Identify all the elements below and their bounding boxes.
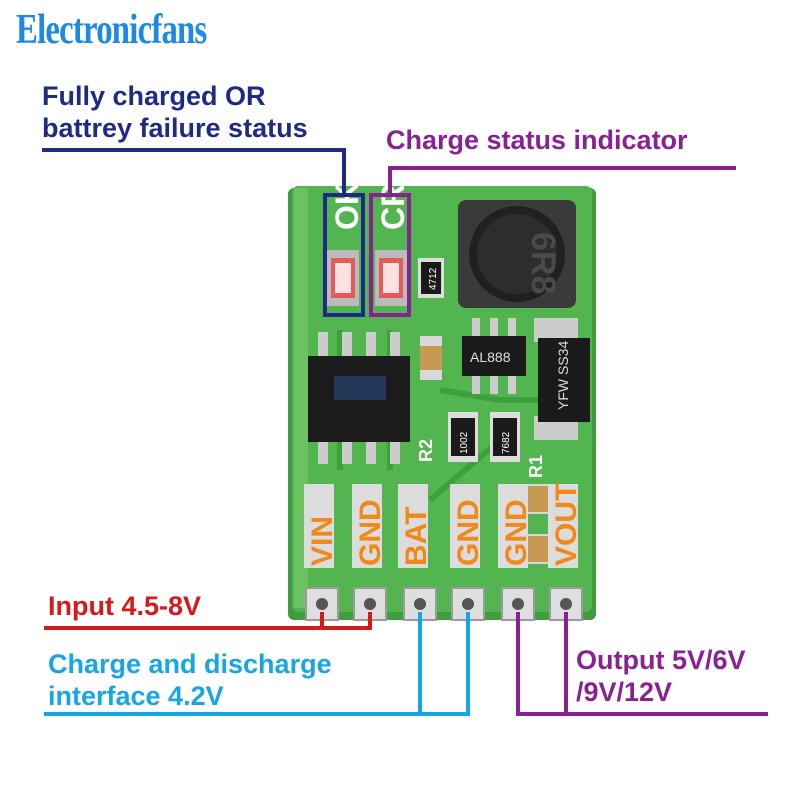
charge-callout-line — [44, 612, 470, 716]
pin-label-vout: VOUT — [550, 483, 583, 566]
inductor: 6R8 — [458, 200, 576, 308]
ok-callout-line — [42, 148, 346, 195]
pin-label-vin: VIN — [306, 516, 339, 566]
pin-label-gnd-2: GND — [452, 499, 485, 566]
input-label: Input 4.5-8V — [48, 591, 202, 621]
brand-logo: Electronicfans — [16, 7, 207, 53]
pin-label-gnd-3: GND — [500, 499, 533, 566]
cr-callout-line — [388, 166, 736, 195]
input-callout-line — [44, 612, 372, 630]
silk-ok: OK — [329, 182, 365, 230]
led-cr — [375, 250, 407, 306]
resistor-top-code: 4712 — [428, 267, 439, 290]
inductor-code: 6R8 — [524, 232, 562, 294]
chip-u1: AL888 — [462, 318, 526, 394]
resistor-r2-code: 1002 — [459, 431, 470, 454]
charge-interface-label-line2: interface 4.2V — [48, 681, 224, 711]
silk-r2: R2 — [416, 439, 436, 462]
ok-status-label-line2: battrey failure status — [42, 113, 308, 143]
resistor-r1: 7682 — [490, 412, 520, 462]
ok-status-label-line1: Fully charged OR — [42, 81, 266, 111]
pin-label-gnd-1: GND — [354, 499, 387, 566]
diode: YFW SS34 — [534, 318, 590, 440]
output-callout-line — [516, 612, 768, 716]
pin-label-bat: BAT — [400, 507, 433, 566]
output-label-line1: Output 5V/6V — [576, 645, 746, 675]
resistor-r2: 1002 — [448, 412, 478, 462]
charge-interface-label-line1: Charge and discharge — [48, 649, 332, 679]
chip-u1-marking: AL888 — [470, 349, 511, 365]
diode-marking: YFW SS34 — [555, 341, 571, 410]
charge-status-label: Charge status indicator — [386, 125, 688, 155]
led-ok — [327, 250, 359, 306]
pin-pads-upper — [304, 484, 578, 568]
capacitor-small — [420, 336, 442, 380]
silk-r1: R1 — [526, 455, 546, 478]
chip-main — [308, 332, 410, 464]
output-label-line2: /9V/12V — [576, 677, 673, 707]
resistor-r1-code: 7682 — [501, 431, 512, 454]
resistor-top: 4712 — [418, 258, 444, 298]
silk-cr: CR — [375, 184, 411, 230]
